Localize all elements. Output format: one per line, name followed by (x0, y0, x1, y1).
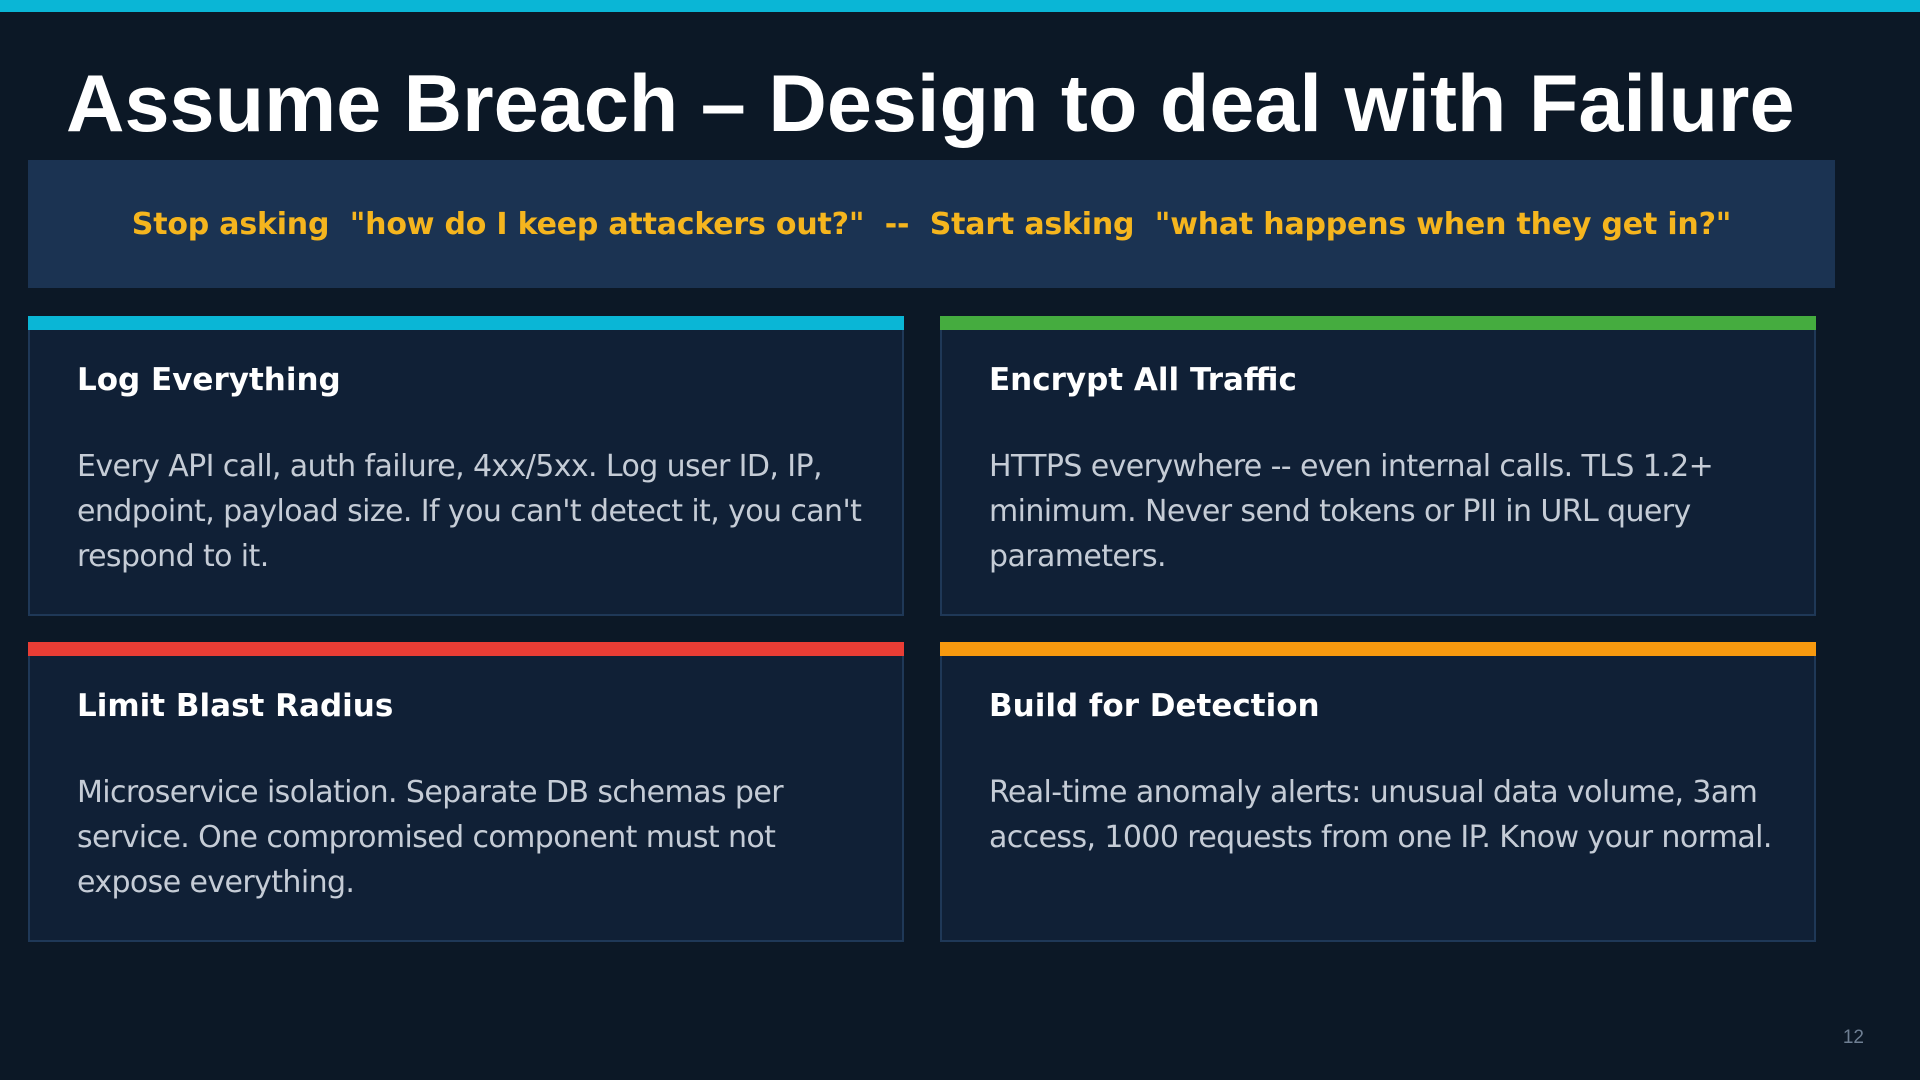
card-body: HTTPS everywhere -- even internal calls.… (989, 449, 1714, 574)
card-accent-bar (940, 316, 1816, 330)
card-body: Real-time anomaly alerts: unusual data v… (989, 775, 1772, 855)
card-accent-bar (28, 316, 904, 330)
card-limit-blast-radius: Limit Blast Radius Microservice isolatio… (28, 642, 904, 942)
card-accent-bar (28, 642, 904, 656)
callout-banner: Stop asking "how do I keep attackers out… (28, 160, 1835, 288)
card-title: Limit Blast Radius (77, 688, 394, 724)
slide-title: Assume Breach – Design to deal with Fail… (66, 59, 1795, 149)
card-title: Log Everything (77, 362, 341, 398)
card-log-everything: Log Everything Every API call, auth fail… (28, 316, 904, 616)
card-body: Microservice isolation. Separate DB sche… (77, 775, 784, 900)
card-body: Every API call, auth failure, 4xx/5xx. L… (77, 449, 862, 574)
callout-text: Stop asking "how do I keep attackers out… (131, 206, 1732, 242)
card-encrypt-all-traffic: Encrypt All Traffic HTTPS everywhere -- … (940, 316, 1816, 616)
card-build-for-detection: Build for Detection Real-time anomaly al… (940, 642, 1816, 942)
top-accent-bar (0, 0, 1920, 12)
card-title: Encrypt All Traffic (989, 362, 1297, 398)
page-number: 12 (1842, 1027, 1864, 1048)
card-title: Build for Detection (989, 688, 1320, 724)
card-accent-bar (940, 642, 1816, 656)
